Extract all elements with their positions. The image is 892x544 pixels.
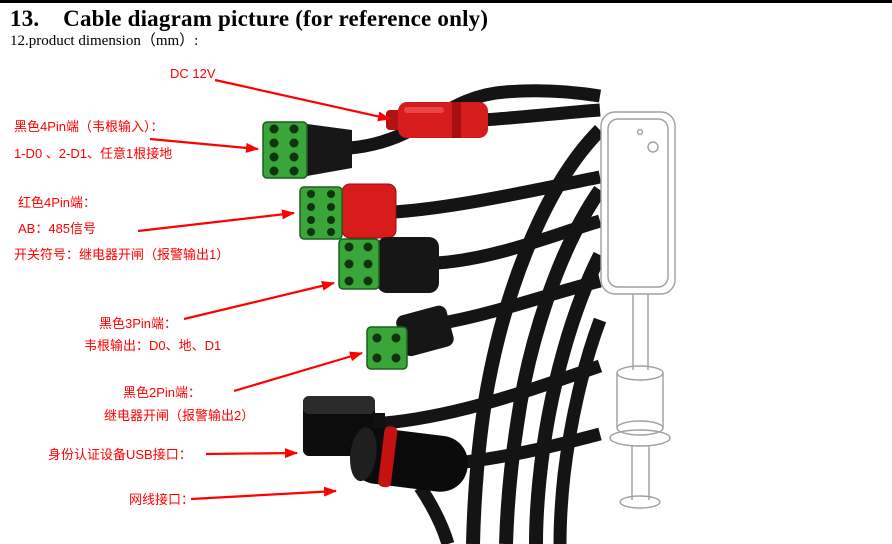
label-red-4pin-line2: AB：485信号 — [18, 221, 97, 236]
label-black-3pin-line1: 黑色3Pin端： — [99, 316, 178, 331]
arrow-black-4pin — [149, 137, 259, 153]
label-red-4pin-line1: 红色4Pin端： — [18, 195, 97, 210]
section-title: 13. Cable diagram picture (for reference… — [10, 6, 489, 31]
arrow-black-2pin — [233, 351, 363, 393]
black-4pin-connector — [262, 121, 352, 179]
device-line-drawing — [600, 111, 676, 509]
red-4pin-connector — [299, 183, 397, 240]
label-black-2pin-line1: 黑色2Pin端： — [123, 385, 202, 400]
annotation-arrows — [137, 78, 391, 501]
label-black-3pin-line2: 韦根输出：D0、地、D1 — [84, 338, 222, 353]
section-subtitle: 12.product dimension（mm）: — [10, 33, 199, 49]
arrow-black-3pin — [183, 280, 335, 321]
arrow-red-4pin — [137, 209, 295, 233]
arrow-usb — [205, 448, 298, 459]
arrow-network — [190, 486, 337, 501]
label-dc-12v: DC 12V — [170, 66, 216, 81]
label-black-4pin-line1: 黑色4Pin端（韦根输入）： — [14, 119, 164, 134]
arrow-dc — [214, 78, 391, 122]
label-black-4pin-line2: 1-D0 、2-D1、任意1根接地 — [14, 146, 173, 161]
cable-bundle — [349, 84, 607, 544]
top-rule — [0, 0, 892, 3]
black-2pin-connector — [366, 305, 454, 370]
label-usb-port: 身份认证设备USB接口： — [48, 447, 192, 462]
label-black-2pin-line2: 继电器开闸（报警输出2） — [104, 408, 255, 423]
label-red-4pin-line3: 开关符号：继电器开闸（报警输出1） — [14, 247, 230, 262]
label-network-port: 网线接口： — [129, 492, 195, 507]
dc-plug-connector — [386, 102, 488, 138]
black-3pin-connector — [338, 237, 439, 293]
network-connector — [350, 426, 468, 492]
